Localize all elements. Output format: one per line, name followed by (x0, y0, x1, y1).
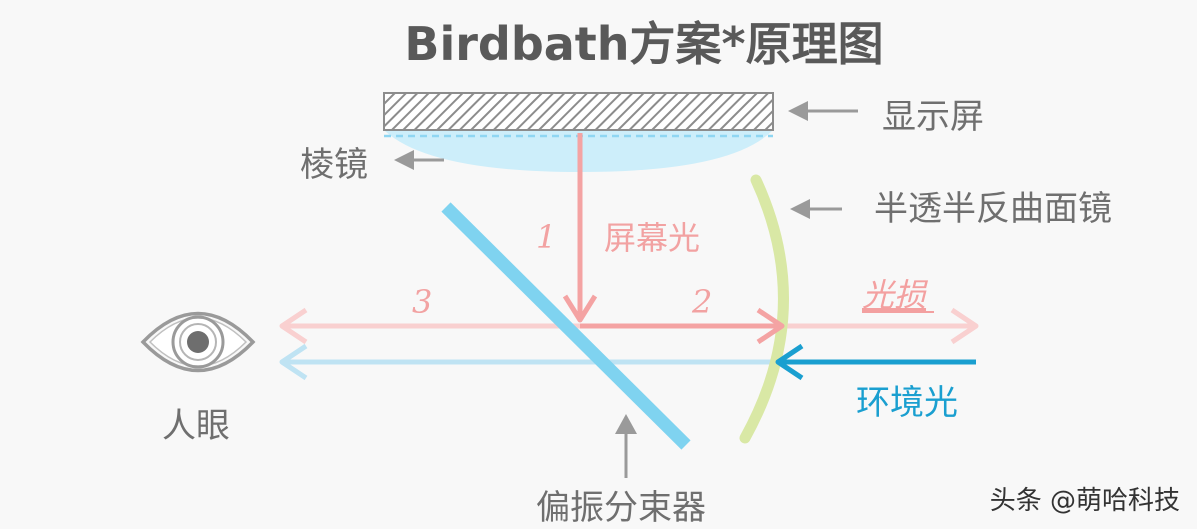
return-light-arrowhead (279, 307, 308, 345)
eye-label: 人眼 (162, 406, 230, 446)
ambient-light-label: 环境光 (856, 383, 958, 423)
prism-pointer-arrow (394, 150, 444, 170)
display-label: 显示屏 (882, 97, 984, 137)
prism-label: 棱镜 (300, 145, 368, 185)
display-screen (383, 92, 774, 131)
diagram-title: Birdbath方案*原理图 (404, 17, 883, 71)
beam-splitter-label: 偏振分束器 (536, 488, 706, 528)
screen-light-arrowhead-1 (562, 294, 598, 323)
path-number-1: 1 (536, 218, 556, 256)
mirror-label: 半透半反曲面镜 (874, 189, 1112, 229)
path-number-2: 2 (691, 283, 712, 321)
light-loss-arrowhead (950, 307, 979, 345)
beam-splitter-pointer-arrow (615, 414, 637, 478)
ambient-to-eye-arrowhead (279, 343, 308, 381)
beam-splitter (441, 202, 691, 450)
eye-icon (140, 311, 256, 373)
path-number-3: 3 (412, 283, 432, 321)
mirror-pointer-arrow (790, 199, 842, 219)
screen-light-label: 屏幕光 (604, 219, 700, 257)
ambient-light-arrowhead (775, 343, 804, 381)
light-loss-label: 光损 (862, 276, 929, 314)
screen-light-arrowhead-2 (756, 307, 785, 345)
curved-mirror (739, 174, 789, 444)
display-pointer-arrow (788, 101, 858, 121)
watermark: 头条 @萌哈科技 (990, 486, 1180, 516)
